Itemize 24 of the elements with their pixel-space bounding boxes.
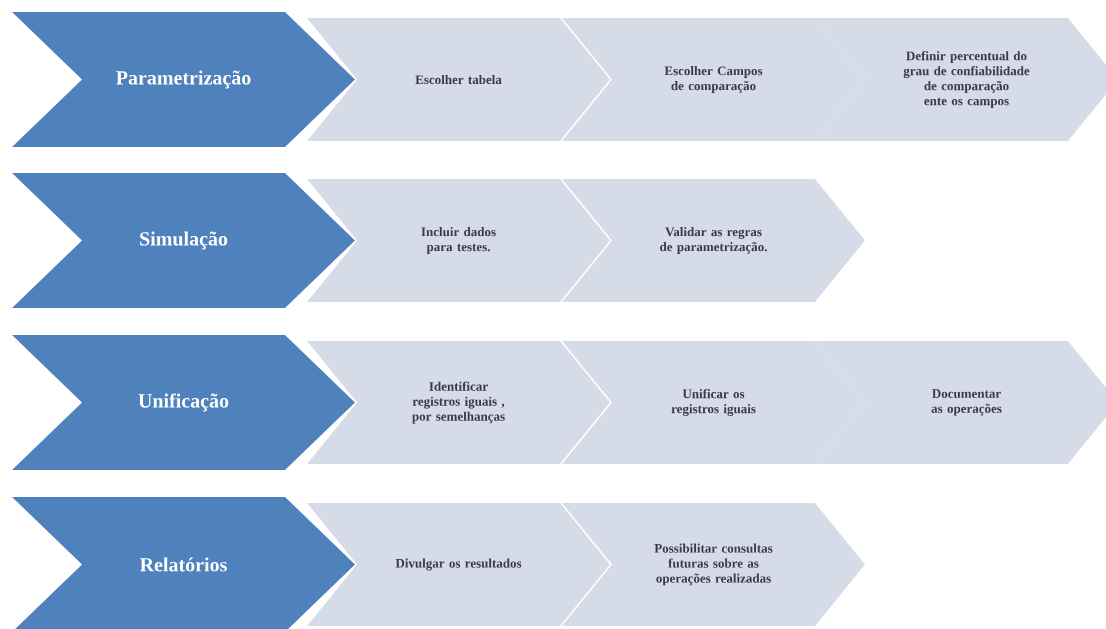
node-label: Unificar os registros iguais — [671, 388, 756, 416]
step-box: Escolher Campos de comparação — [562, 18, 865, 141]
node-label: Incluir dados para testes. — [421, 227, 496, 254]
node-label: Documentar as operações — [931, 389, 1002, 416]
stage-box: Parametrização — [12, 12, 355, 147]
step-box: Validar as regras de parametrização. — [562, 179, 865, 302]
step-box: Documentar as operações — [815, 341, 1106, 464]
step-box: Unificar os registros iguais — [562, 341, 865, 464]
step-box: Divulgar os resultados — [307, 503, 610, 626]
stage-box: Unificação — [12, 335, 355, 470]
node-label: Identificar registros iguais , por semelhanças — [412, 381, 505, 424]
stage-box: Simulação — [12, 173, 355, 308]
step-box: Definir percentual do grau de confiabilidade de comparação ente os campos — [815, 18, 1106, 141]
step-box: Escolher tabela — [307, 18, 610, 141]
step-box: Identificar registros iguais , por semelhanças — [307, 341, 610, 464]
node-label: Escolher Campos de comparação — [664, 66, 763, 93]
step-box: Incluir dados para testes. — [307, 179, 610, 302]
node-label: Divulgar os resultados — [395, 558, 522, 571]
stage-box: Relatórios — [12, 497, 355, 629]
step-box: Possibilitar consultas futuras sobre as operações realizadas — [562, 503, 865, 626]
node-label: Possibilitar consultas futuras sobre as operações realizadas — [654, 543, 773, 586]
node-label: Escolher tabela — [415, 74, 502, 85]
node-label: Definir percentual do grau de confiabilidade de comparação ente os campos — [903, 51, 1030, 108]
node-label: Validar as regras de parametrização. — [660, 227, 767, 254]
